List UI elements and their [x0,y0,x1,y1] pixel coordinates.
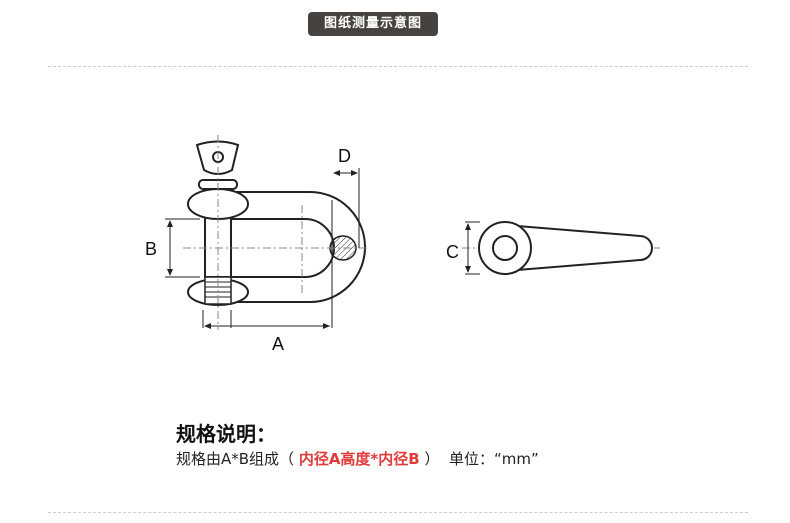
label-b: B [145,239,157,259]
label-a: A [272,334,284,354]
spec-highlight: 内径A高度*内径B [298,450,420,468]
dimension-lines [165,168,480,328]
spec-description: 规格由A*B组成（ 内径A高度*内径B ） 单位：“mm” [176,448,539,469]
divider-bottom [48,512,748,513]
spec-title: 规格说明： [176,422,276,446]
shackle-front-view [187,140,366,306]
label-d: D [338,146,351,166]
dimension-arrows [167,170,471,329]
section-title-badge: 图纸测量示意图 [308,12,438,36]
spec-prefix: 规格由A*B组成（ [176,450,299,468]
spec-suffix: ） 单位：“mm” [419,450,539,468]
label-c: C [446,242,459,262]
shackle-side-view [478,221,653,275]
divider-top [48,66,748,67]
